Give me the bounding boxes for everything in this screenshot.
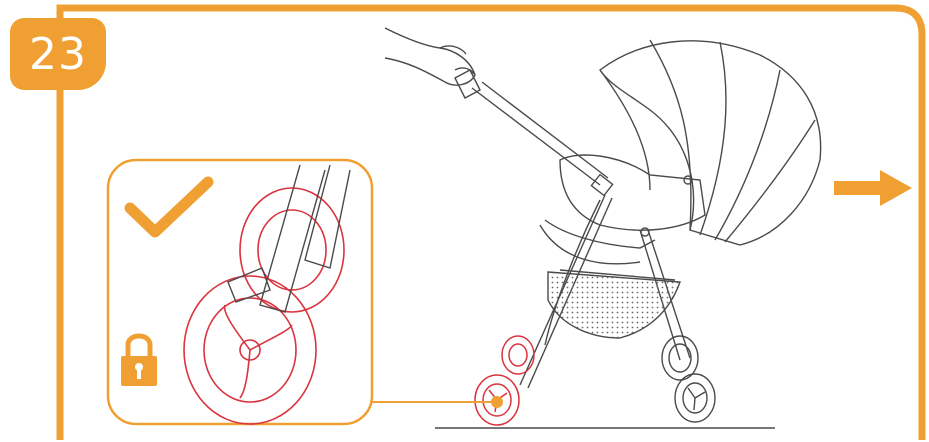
arrow-right-icon bbox=[834, 170, 912, 206]
stroller-canopy bbox=[600, 40, 821, 245]
step-number: 23 bbox=[29, 29, 87, 80]
hand-illustration bbox=[385, 28, 475, 85]
stroller-seat bbox=[540, 155, 705, 264]
rear-wheels bbox=[662, 336, 715, 422]
shopping-basket bbox=[548, 272, 680, 338]
step-badge: 23 bbox=[10, 18, 106, 90]
front-wheels-highlighted bbox=[475, 336, 534, 425]
stroller-handle bbox=[455, 70, 613, 195]
lock-pedal-marker bbox=[491, 396, 503, 408]
